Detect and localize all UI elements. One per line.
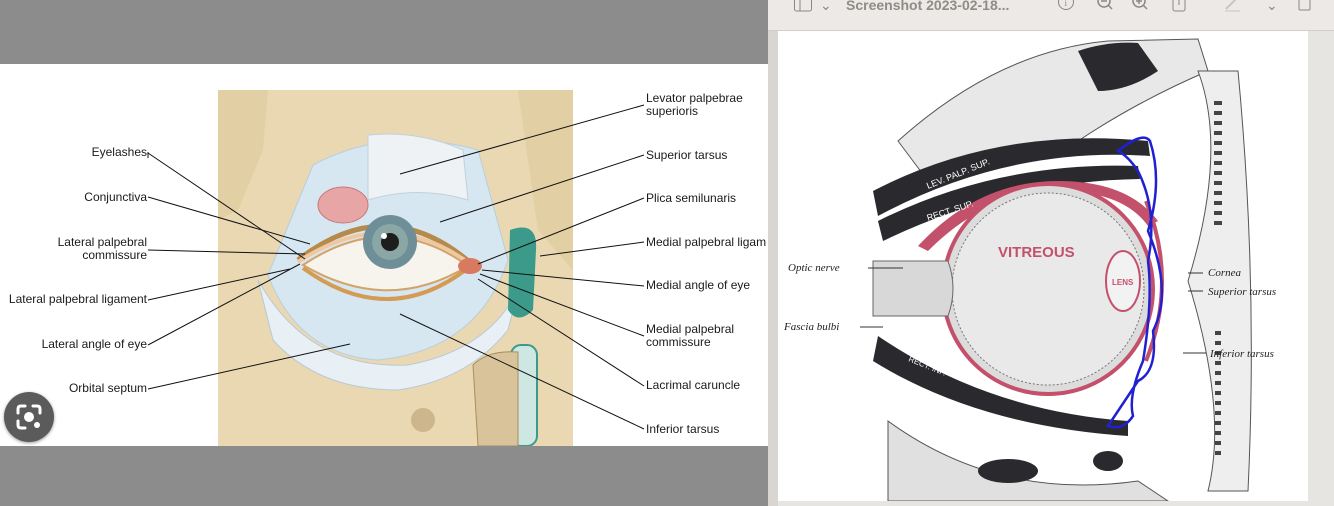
label-lateral-palpebral-ligament: Lateral palpebral ligament (9, 293, 147, 306)
google-lens-icon (4, 392, 54, 442)
label-plica-semilunaris: Plica semilunaris (646, 192, 736, 205)
image-viewer-pane: Eyelashes Conjunctiva Lateral palpebral … (0, 0, 768, 506)
google-lens-button[interactable] (4, 392, 54, 442)
label-superior-tarsus: Superior tarsus (646, 149, 727, 162)
eyelid-anatomy-image: Eyelashes Conjunctiva Lateral palpebral … (0, 64, 768, 446)
label-inferior-tarsus: Inferior tarsus (646, 423, 719, 436)
label-orbital-septum: Orbital septum (69, 382, 147, 395)
label-medial-palpebral-commissure: Medial palpebral commissure (646, 323, 734, 349)
label-cornea: Cornea (1208, 267, 1242, 279)
svg-text:i: i (1065, 0, 1068, 8)
document-title: Screenshot 2023-02-18... (846, 0, 1009, 13)
markup-pen-icon[interactable] (1224, 0, 1242, 14)
more-icon[interactable] (1298, 0, 1312, 14)
label-fascia-bulbi: Fascia bulbi (783, 321, 839, 333)
window-divider[interactable] (768, 0, 778, 506)
document-page: LEV. PALP. SUP. RECT. SUP. VITREOUS LENS… (778, 31, 1308, 501)
preview-window: ⌄ Screenshot 2023-02-18... i ⌄ (768, 0, 1334, 506)
sidebar-icon[interactable] (794, 0, 812, 14)
preview-toolbar: ⌄ Screenshot 2023-02-18... i ⌄ (768, 0, 1334, 31)
label-lateral-palpebral-commissure: Lateral palpebral commissure (58, 236, 147, 262)
label-lateral-angle-of-eye: Lateral angle of eye (42, 338, 147, 351)
zoom-in-icon[interactable] (1132, 0, 1150, 14)
chevron-down-icon[interactable]: ⌄ (1266, 0, 1278, 12)
label-inferior-tarsus-fig: Inferior tarsus (1209, 348, 1274, 360)
sagittal-eye-figure: LEV. PALP. SUP. RECT. SUP. VITREOUS LENS… (778, 31, 1308, 501)
label-lacrimal-caruncle: Lacrimal caruncle (646, 379, 740, 392)
share-icon[interactable] (1172, 0, 1186, 14)
chevron-down-icon[interactable]: ⌄ (820, 0, 832, 12)
info-icon[interactable]: i (1058, 0, 1074, 14)
label-optic-nerve: Optic nerve (788, 262, 840, 274)
label-medial-palpebral-ligament: Medial palpebral ligam (646, 236, 766, 249)
label-eyelashes: Eyelashes (92, 146, 147, 159)
label-lens: LENS (1112, 278, 1134, 287)
label-levator-palpebrae-superioris: Levator palpebrae superioris (646, 92, 743, 118)
zoom-out-icon[interactable] (1097, 0, 1115, 14)
label-medial-angle-of-eye: Medial angle of eye (646, 279, 750, 292)
vertical-scrollbar[interactable] (1316, 31, 1334, 501)
label-vitreous: VITREOUS (998, 244, 1075, 261)
label-conjunctiva: Conjunctiva (84, 191, 147, 204)
label-superior-tarsus-fig: Superior tarsus (1208, 286, 1276, 298)
